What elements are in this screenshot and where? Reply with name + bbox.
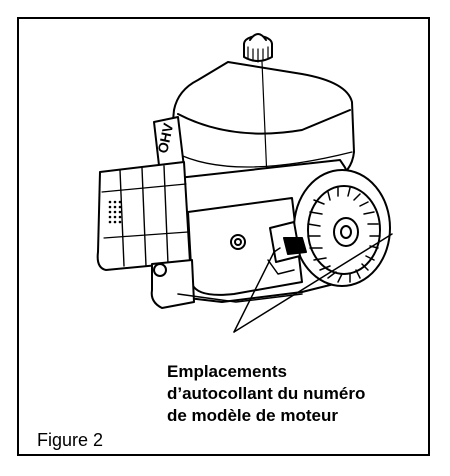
decal-location-callout: Emplacements d’autocollant du numéro de … (167, 361, 427, 427)
engine-illustration: OHV (96, 33, 393, 333)
callout-pointer (233, 233, 393, 333)
fuel-cap (243, 33, 273, 63)
recoil-starter (293, 169, 391, 287)
figure-caption: Figure 2 (37, 430, 104, 450)
ohv-badge: OHV (154, 121, 176, 155)
muffler (96, 161, 191, 271)
callout-line: d’autocollant du numéro (167, 384, 366, 403)
callout-line: Emplacements (167, 362, 287, 381)
figure-frame: OHV Emplacements d’autocollant du numéro… (17, 17, 430, 456)
callout-line: de modèle de moteur (167, 406, 338, 425)
